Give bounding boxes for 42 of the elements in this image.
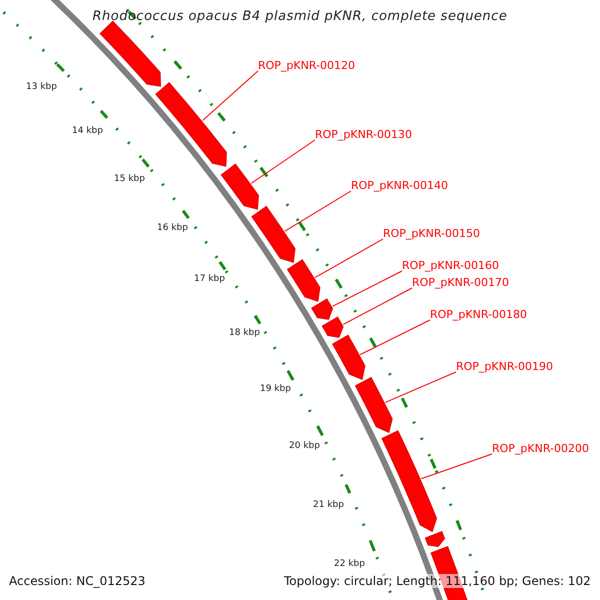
gene-label: ROP_pKNR-00120: [258, 59, 356, 73]
leader-line: [360, 320, 430, 356]
scale-label: 22 kbp: [334, 558, 365, 571]
scale-label: 20 kbp: [289, 440, 320, 453]
gene-label: ROP_pKNR-00200: [492, 442, 590, 456]
leader-line: [314, 238, 384, 278]
gene-feature: [251, 206, 296, 263]
gene-feature: [220, 164, 259, 210]
gene-feature: [382, 430, 437, 532]
gene-label: ROP_pKNR-00140: [351, 179, 448, 193]
gene-label: ROP_pKNR-00160: [402, 259, 500, 273]
leader-line: [384, 372, 456, 403]
scale-label: 15 kbp: [114, 173, 145, 186]
leader-line: [342, 288, 412, 325]
gene-feature: [355, 377, 393, 433]
leader-line: [284, 190, 352, 232]
leader-line: [332, 270, 402, 307]
gene-feature: [100, 20, 161, 87]
gene-feature: [286, 259, 320, 302]
gene-label: ROP_pKNR-00130: [315, 128, 412, 142]
gene-label: ROP_pKNR-00150: [383, 227, 480, 241]
scale-label: 14 kbp: [72, 125, 103, 138]
scale-label: 18 kbp: [229, 327, 260, 340]
gene-feature: [424, 531, 446, 547]
gene-feature: [155, 82, 227, 167]
gene-label: ROP_pKNR-00190: [456, 360, 554, 374]
scale-label: 17 kbp: [194, 273, 225, 286]
scale-label: 16 kbp: [157, 222, 188, 235]
title: Rhodococcus opacus B4 plasmid pKNR, complete sequence: [92, 10, 508, 24]
info-text: Accession: NC_012523: [9, 574, 146, 588]
gene-label: ROP_pKNR-00180: [430, 308, 528, 322]
gene-feature: [322, 316, 344, 338]
scale-label: 21 kbp: [313, 499, 344, 512]
gene-feature: [311, 298, 333, 320]
gene-feature: [332, 334, 366, 380]
leader-line: [420, 454, 492, 480]
gene-label: ROP_pKNR-00170: [412, 276, 510, 290]
leader-line: [250, 140, 316, 184]
info-text: Topology: circular; Length: 111,160 bp; Genes: 102: [284, 574, 591, 588]
scale-label: 13 kbp: [26, 81, 57, 94]
leader-line: [202, 70, 258, 122]
scale-label: 19 kbp: [260, 383, 291, 396]
